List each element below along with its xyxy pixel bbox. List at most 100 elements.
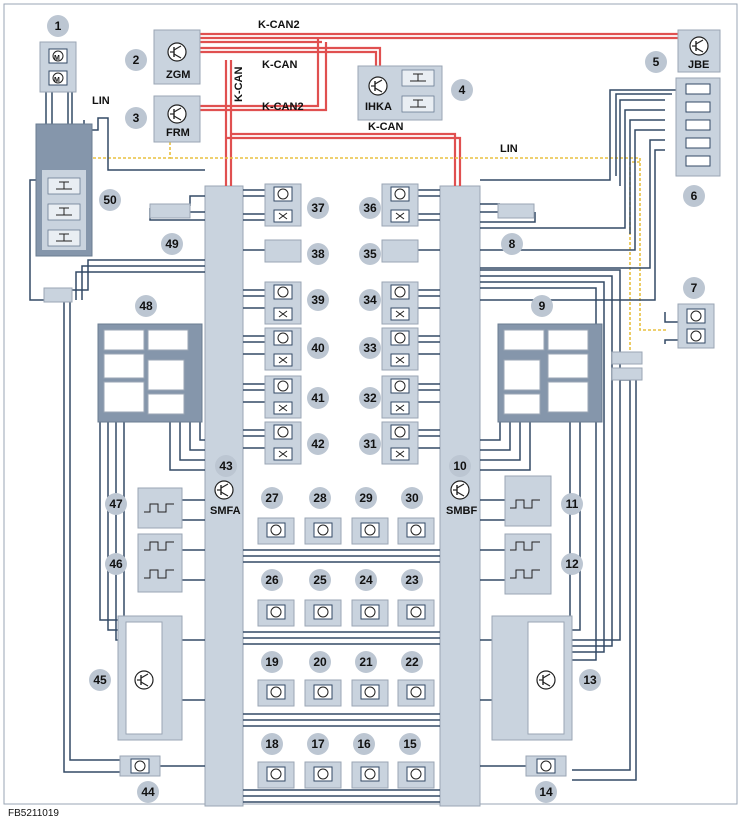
- callout-circle: [683, 277, 705, 299]
- callout-number: 31: [363, 437, 377, 451]
- callout-circle: [307, 433, 329, 455]
- component-47: [137, 487, 183, 529]
- callout-45: 45: [89, 669, 111, 691]
- callout-circle: [683, 185, 705, 207]
- callout-24: 24: [355, 569, 377, 591]
- callout-1: 1: [47, 15, 69, 37]
- callout-32: 32: [359, 387, 381, 409]
- component-46: [137, 533, 183, 593]
- callout-circle: [359, 197, 381, 219]
- jbe-label: JBE: [688, 59, 709, 71]
- callout-circle: [645, 51, 667, 73]
- callout-number: 24: [359, 573, 373, 587]
- bus-label-kcan2-mid: K-CAN2: [262, 101, 304, 113]
- smbf-label: SMBF: [446, 505, 477, 517]
- callout-21: 21: [355, 651, 377, 673]
- callout-18: 18: [261, 733, 283, 755]
- callout-30: 30: [401, 487, 423, 509]
- can-bus-lines: [200, 32, 682, 186]
- callout-number: 18: [265, 737, 279, 751]
- callout-number: 33: [363, 341, 377, 355]
- callout-number: 16: [357, 737, 371, 751]
- callout-circle: [47, 15, 69, 37]
- callout-48: 48: [135, 295, 157, 317]
- callout-circle: [531, 295, 553, 317]
- callout-circle: [535, 781, 557, 803]
- callout-circle: [359, 289, 381, 311]
- callout-number: 9: [539, 299, 546, 313]
- callout-5: 5: [645, 51, 667, 73]
- callout-27: 27: [261, 487, 283, 509]
- callout-number: 32: [363, 391, 377, 405]
- callout-circle: [359, 337, 381, 359]
- callout-43: 43: [215, 455, 237, 477]
- callout-49: 49: [161, 233, 183, 255]
- callout-number: 13: [583, 673, 597, 687]
- callout-circle: [451, 79, 473, 101]
- callout-number: 22: [405, 655, 419, 669]
- callout-number: 25: [313, 573, 327, 587]
- callout-number: 10: [453, 459, 467, 473]
- center-motor-grid: [257, 517, 435, 789]
- callout-number: 6: [691, 189, 698, 203]
- component-49: [149, 203, 191, 219]
- callout-number: 11: [566, 497, 579, 511]
- callout-14: 14: [535, 781, 557, 803]
- callout-36: 36: [359, 197, 381, 219]
- callout-circle: [449, 455, 471, 477]
- callout-15: 15: [399, 733, 421, 755]
- callout-20: 20: [309, 651, 331, 673]
- callout-number: 4: [459, 83, 466, 97]
- callout-number: 50: [103, 193, 117, 207]
- callout-circle: [215, 455, 237, 477]
- callout-number: 42: [311, 437, 325, 451]
- bus-label-kcan-mid: K-CAN: [368, 121, 403, 133]
- callout-circle: [125, 49, 147, 71]
- callout-circle: [105, 553, 127, 575]
- callout-circle: [309, 487, 331, 509]
- callout-number: 17: [311, 737, 325, 751]
- bus-label-kcan2-top: K-CAN2: [258, 19, 300, 31]
- bus-label-lin-right: LIN: [500, 143, 518, 155]
- callout-number: 3: [133, 111, 140, 125]
- right-component-stack: [381, 183, 419, 465]
- component-11: [504, 475, 552, 527]
- callout-circle: [401, 569, 423, 591]
- callout-number: 39: [311, 293, 325, 307]
- callout-number: 27: [265, 491, 279, 505]
- callout-number: 38: [311, 247, 325, 261]
- bus-label-lin-left: LIN: [92, 95, 110, 107]
- callout-44: 44: [137, 781, 159, 803]
- callout-circle: [561, 493, 583, 515]
- callout-number: 48: [139, 299, 153, 313]
- callout-circle: [105, 493, 127, 515]
- callout-number: 41: [311, 391, 325, 405]
- callout-circle: [125, 107, 147, 129]
- callout-circle: [399, 733, 421, 755]
- callout-number: 47: [109, 497, 123, 511]
- callout-8: 8: [501, 233, 523, 255]
- callout-number: 7: [691, 281, 698, 295]
- callout-circle: [359, 387, 381, 409]
- callout-9: 9: [531, 295, 553, 317]
- component-12: [504, 533, 552, 595]
- callout-number: 23: [405, 573, 419, 587]
- callout-39: 39: [307, 289, 329, 311]
- callout-number: 35: [363, 247, 377, 261]
- callout-25: 25: [309, 569, 331, 591]
- callout-47: 47: [105, 493, 127, 515]
- callout-34: 34: [359, 289, 381, 311]
- callout-12: 12: [561, 553, 583, 575]
- callout-28: 28: [309, 487, 331, 509]
- motor-1a-glyph: M: [54, 55, 60, 62]
- connector-right-1: [611, 351, 643, 365]
- callout-circle: [401, 651, 423, 673]
- callout-circle: [89, 669, 111, 691]
- callout-number: 40: [311, 341, 325, 355]
- callout-number: 45: [93, 673, 107, 687]
- callout-number: 34: [363, 293, 377, 307]
- left-component-stack: [264, 183, 302, 465]
- callout-35: 35: [359, 243, 381, 265]
- component-8: [497, 203, 535, 219]
